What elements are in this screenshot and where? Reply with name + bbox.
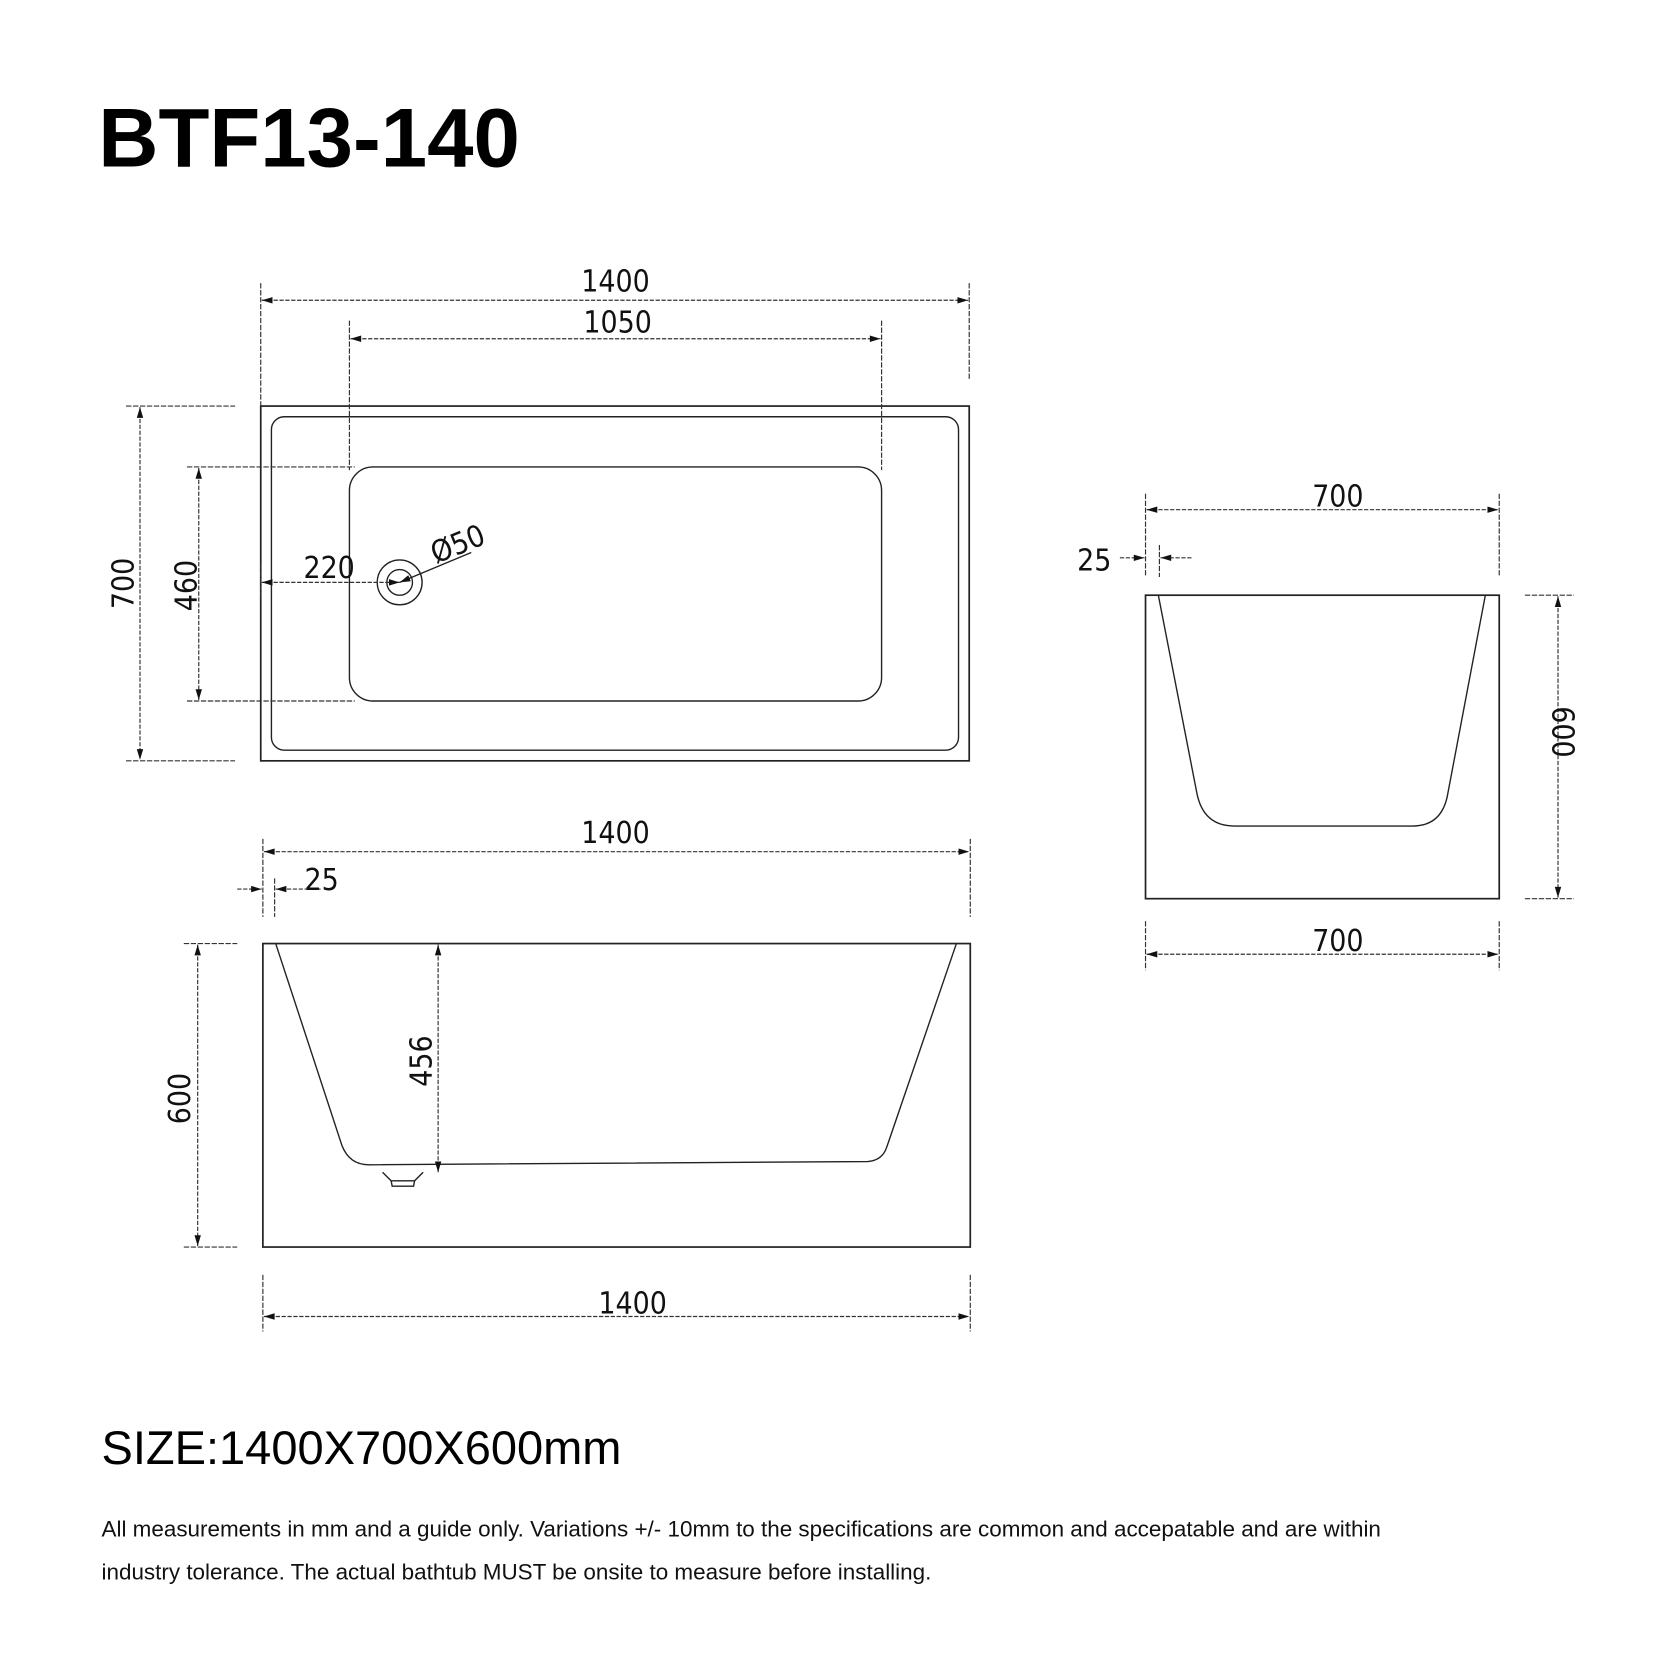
side-height-label: 600 [1545,706,1580,757]
plan-outer-outline [259,405,971,762]
plan-basin-outline [348,466,883,702]
front-rim-label: 25 [305,863,339,898]
note-line-2: industry tolerance. The actual bathtub M… [102,1559,932,1584]
drain-offset-label: 220 [303,551,354,586]
drain-diameter-leader [399,551,472,584]
side-outer-outline [1144,594,1501,900]
plan-basin-width-label: 460 [170,560,205,611]
plan-view: 1400 1050 700 460 220 Ø50 [107,265,971,762]
side-view: 700 25 600 700 [1077,480,1580,971]
plan-basin-length-label: 1050 [583,305,651,340]
front-length-bottom-label: 1400 [598,1286,666,1321]
drain-fitting-icon [382,1171,424,1187]
front-height-label: 600 [163,1073,198,1124]
front-view: 1400 25 600 456 1400 [163,816,972,1332]
side-rim-label: 25 [1077,544,1111,579]
note-line-1: All measurements in mm and a guide only.… [102,1517,1381,1542]
side-width-top-label: 700 [1312,480,1363,515]
size-label: SIZE:1400X700X600mm [102,1421,622,1474]
plan-width-label: 700 [107,558,142,609]
front-length-top-label: 1400 [581,816,649,851]
front-outer-outline [262,942,972,1248]
side-basin-profile [1157,595,1487,827]
drain-diameter-label: Ø50 [426,518,490,571]
front-basin-profile [275,943,958,1166]
plan-length-label: 1400 [581,265,649,300]
front-depth-label: 456 [405,1035,440,1086]
side-width-bottom-label: 700 [1312,924,1363,959]
product-title: BTF13-140 [98,92,520,185]
